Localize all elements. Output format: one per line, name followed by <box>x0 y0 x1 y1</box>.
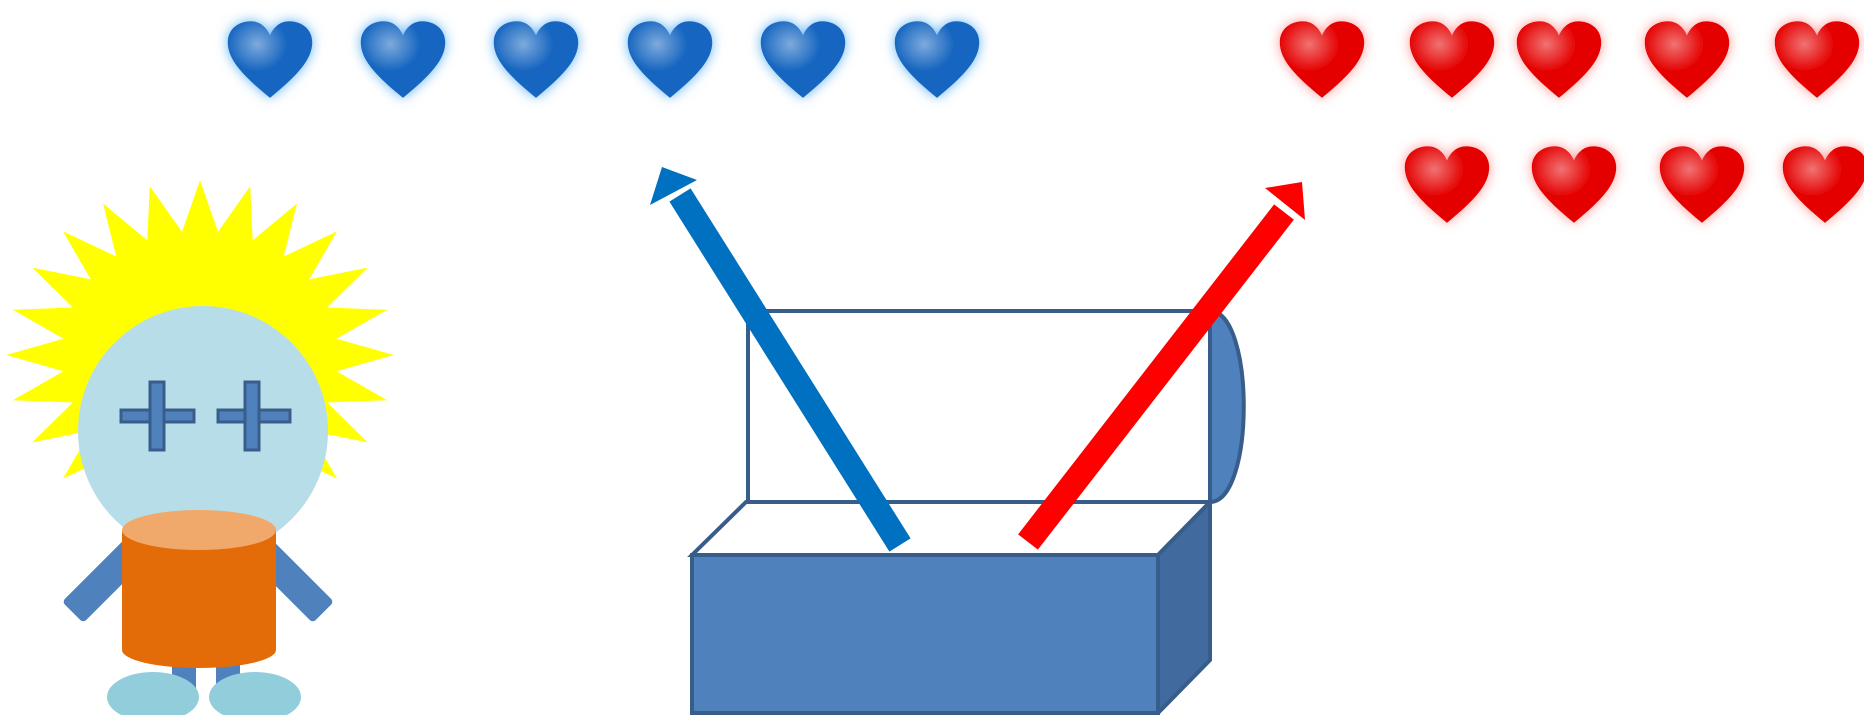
red-heart-icon <box>1517 21 1601 98</box>
blue-hearts-group <box>228 21 979 98</box>
blue-heart-icon <box>895 21 979 98</box>
robot-body <box>122 530 276 668</box>
red-heart-icon <box>1645 21 1729 98</box>
red-hearts-group <box>1280 21 1864 223</box>
blue-heart-icon <box>628 21 712 98</box>
box-front <box>692 555 1158 713</box>
red-heart-icon <box>1280 21 1364 98</box>
blue-heart-icon <box>761 21 845 98</box>
blue-heart-icon <box>361 21 445 98</box>
red-heart-icon <box>1660 146 1744 223</box>
robot-collar <box>122 510 276 550</box>
red-heart-icon <box>1783 146 1864 223</box>
red-heart-icon <box>1405 146 1489 223</box>
box-opening <box>692 502 1210 555</box>
box-lid-hinge <box>1210 311 1244 502</box>
red-heart-icon <box>1532 146 1616 223</box>
robot-character <box>6 180 394 715</box>
blue-heart-icon <box>494 21 578 98</box>
red-heart-icon <box>1410 21 1494 98</box>
red-heart-icon <box>1775 21 1859 98</box>
blue-heart-icon <box>228 21 312 98</box>
